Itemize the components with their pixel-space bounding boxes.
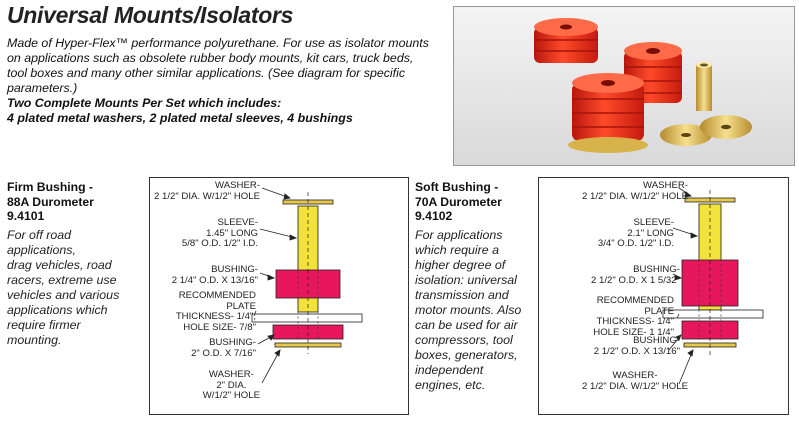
soft-bushing-heading: Soft Bushing - 70A Durometer 9.4102 xyxy=(415,180,535,224)
intro-line: on applications such as obsolete rubber … xyxy=(7,51,414,65)
plate-shape xyxy=(251,313,363,323)
label-line: HOLE SIZE- 7/8" xyxy=(183,321,256,333)
label-line: 2 1/2" DIA. W/1/2" HOLE xyxy=(582,190,688,202)
intro-text: Made of Hyper-Flex™ performance polyuret… xyxy=(7,36,447,126)
label-line: THICKNESS- 1/4" xyxy=(596,316,674,328)
label-line: PLATE xyxy=(226,300,256,312)
intro-bold-line: Two Complete Mounts Per Set which includ… xyxy=(7,96,282,110)
label-line: PLATE xyxy=(644,305,674,317)
soft-diagram-drawing xyxy=(662,187,764,385)
plate-shape xyxy=(662,309,764,319)
label-line: BUSHING- xyxy=(633,264,680,275)
photo-bushing-middle xyxy=(624,42,682,103)
bushing-top-label: BUSHING-2 1/2" O.D. X 1 5/32" xyxy=(591,264,680,286)
label-line: THICKNESS- 1/4", xyxy=(175,311,256,323)
label-line: 2 1/2" O.D. X 1 5/32" xyxy=(591,274,680,286)
label-line: 2.1" LONG xyxy=(627,227,674,239)
heading-line: 88A Durometer xyxy=(7,194,94,209)
label-line: SLEEVE- xyxy=(217,217,258,228)
label-line: BUSHING- xyxy=(209,337,256,348)
washer-top-label: WASHER-2 1/2" DIA. W/1/2" HOLE xyxy=(582,180,688,202)
description-line: higher degree of xyxy=(415,258,506,272)
description-line: applications which xyxy=(7,303,108,317)
page-title: Universal Mounts/Isolators xyxy=(7,2,294,28)
intro-line: parameters.) xyxy=(7,81,78,95)
label-line: RECOMMENDED xyxy=(178,290,256,301)
description-line: boxes, generators, xyxy=(415,348,518,362)
description-line: For applications xyxy=(415,228,503,242)
photo-illustration xyxy=(454,7,794,165)
description-line: applications, xyxy=(7,243,76,257)
part-number: 9.4101 xyxy=(7,209,45,223)
heading-line: 70A Durometer xyxy=(415,194,502,209)
label-line: RECOMMENDED xyxy=(596,295,674,306)
description-line: mounting. xyxy=(7,333,62,347)
heading-line: Firm Bushing - xyxy=(7,180,93,194)
photo-washers xyxy=(660,115,752,146)
leader-lines xyxy=(253,187,298,384)
description-line: For off road xyxy=(7,228,72,242)
photo-sleeve xyxy=(696,62,712,111)
description-line: can be used for air xyxy=(415,318,518,332)
washer-top-label: WASHER-2 1/2" DIA. W/1/2" HOLE xyxy=(154,180,260,202)
bushing-bottom-label: BUSHING-2 1/2" O.D. X 13/16" xyxy=(593,335,680,357)
washer-bottom-label: WASHER-2 1/2" DIA. W/1/2" HOLE xyxy=(582,370,688,392)
description-line: drag vehicles, road xyxy=(7,258,112,272)
firm-bushing-heading: Firm Bushing - 88A Durometer 9.4101 xyxy=(7,180,127,224)
label-line: 3/4" O.D. 1/2" I.D. xyxy=(597,238,674,250)
description-line: engines, etc. xyxy=(415,378,486,392)
photo-bushing-stack-back xyxy=(534,18,598,63)
label-line: 2" DIA. xyxy=(216,379,247,391)
label-line: 2 1/2" O.D. X 13/16" xyxy=(593,345,680,357)
part-number: 9.4102 xyxy=(415,209,453,223)
bushing-top-label: BUSHING-2 1/4" O.D. X 13/16" xyxy=(171,264,258,286)
bushing-bottom-label: BUSHING-2" O.D. X 7/16" xyxy=(191,337,256,359)
soft-bushing-diagram: WASHER-2 1/2" DIA. W/1/2" HOLE SLEEVE-2.… xyxy=(538,177,789,415)
label-line: 1.45" LONG xyxy=(206,227,258,239)
description-line: vehicles and various xyxy=(7,288,120,302)
label-line: 2 1/2" DIA. W/1/2" HOLE xyxy=(582,380,688,392)
description-line: racers, extreme use xyxy=(7,273,117,287)
product-photo xyxy=(453,6,795,166)
label-line: WASHER- xyxy=(643,180,688,191)
description-line: isolation: universal xyxy=(415,273,517,287)
description-line: which require a xyxy=(415,243,500,257)
description-line: independent xyxy=(415,363,484,377)
photo-bushing-stack-front xyxy=(568,73,648,153)
description-line: motor mounts. Also xyxy=(415,303,522,317)
label-line: W/1/2" HOLE xyxy=(202,390,260,402)
label-line: WASHER- xyxy=(208,369,254,380)
label-line: 2 1/4" O.D. X 13/16" xyxy=(171,274,258,286)
label-line: 2 1/2" DIA. W/1/2" HOLE xyxy=(154,190,260,202)
leader-lines xyxy=(668,187,699,385)
intro-bold-line: 4 plated metal washers, 2 plated metal s… xyxy=(7,111,353,125)
label-line: WASHER- xyxy=(612,370,658,381)
label-line: SLEEVE- xyxy=(633,217,674,228)
firm-bushing-diagram: WASHER-2 1/2" DIA. W/1/2" HOLE SLEEVE-1.… xyxy=(149,177,409,415)
washer-bottom-label: WASHER-2" DIA.W/1/2" HOLE xyxy=(202,369,260,402)
intro-line: Made of Hyper-Flex™ performance polyuret… xyxy=(7,36,429,50)
label-line: HOLE SIZE- 1 1/4" xyxy=(593,326,674,338)
description-line: require firmer xyxy=(7,318,81,332)
label-line: BUSHING- xyxy=(211,264,258,275)
firm-diagram-drawing xyxy=(251,187,363,384)
label-line: 2" O.D. X 7/16" xyxy=(191,347,256,359)
description-line: compressors, tool xyxy=(415,333,513,347)
label-line: 5/8" O.D. 1/2" I.D. xyxy=(181,238,258,250)
intro-line: tool boxes and many other similar applic… xyxy=(7,66,406,80)
label-line: BUSHING- xyxy=(633,335,680,346)
description-line: transmission and xyxy=(415,288,509,302)
heading-line: Soft Bushing - xyxy=(415,180,499,194)
label-line: WASHER- xyxy=(215,180,260,191)
